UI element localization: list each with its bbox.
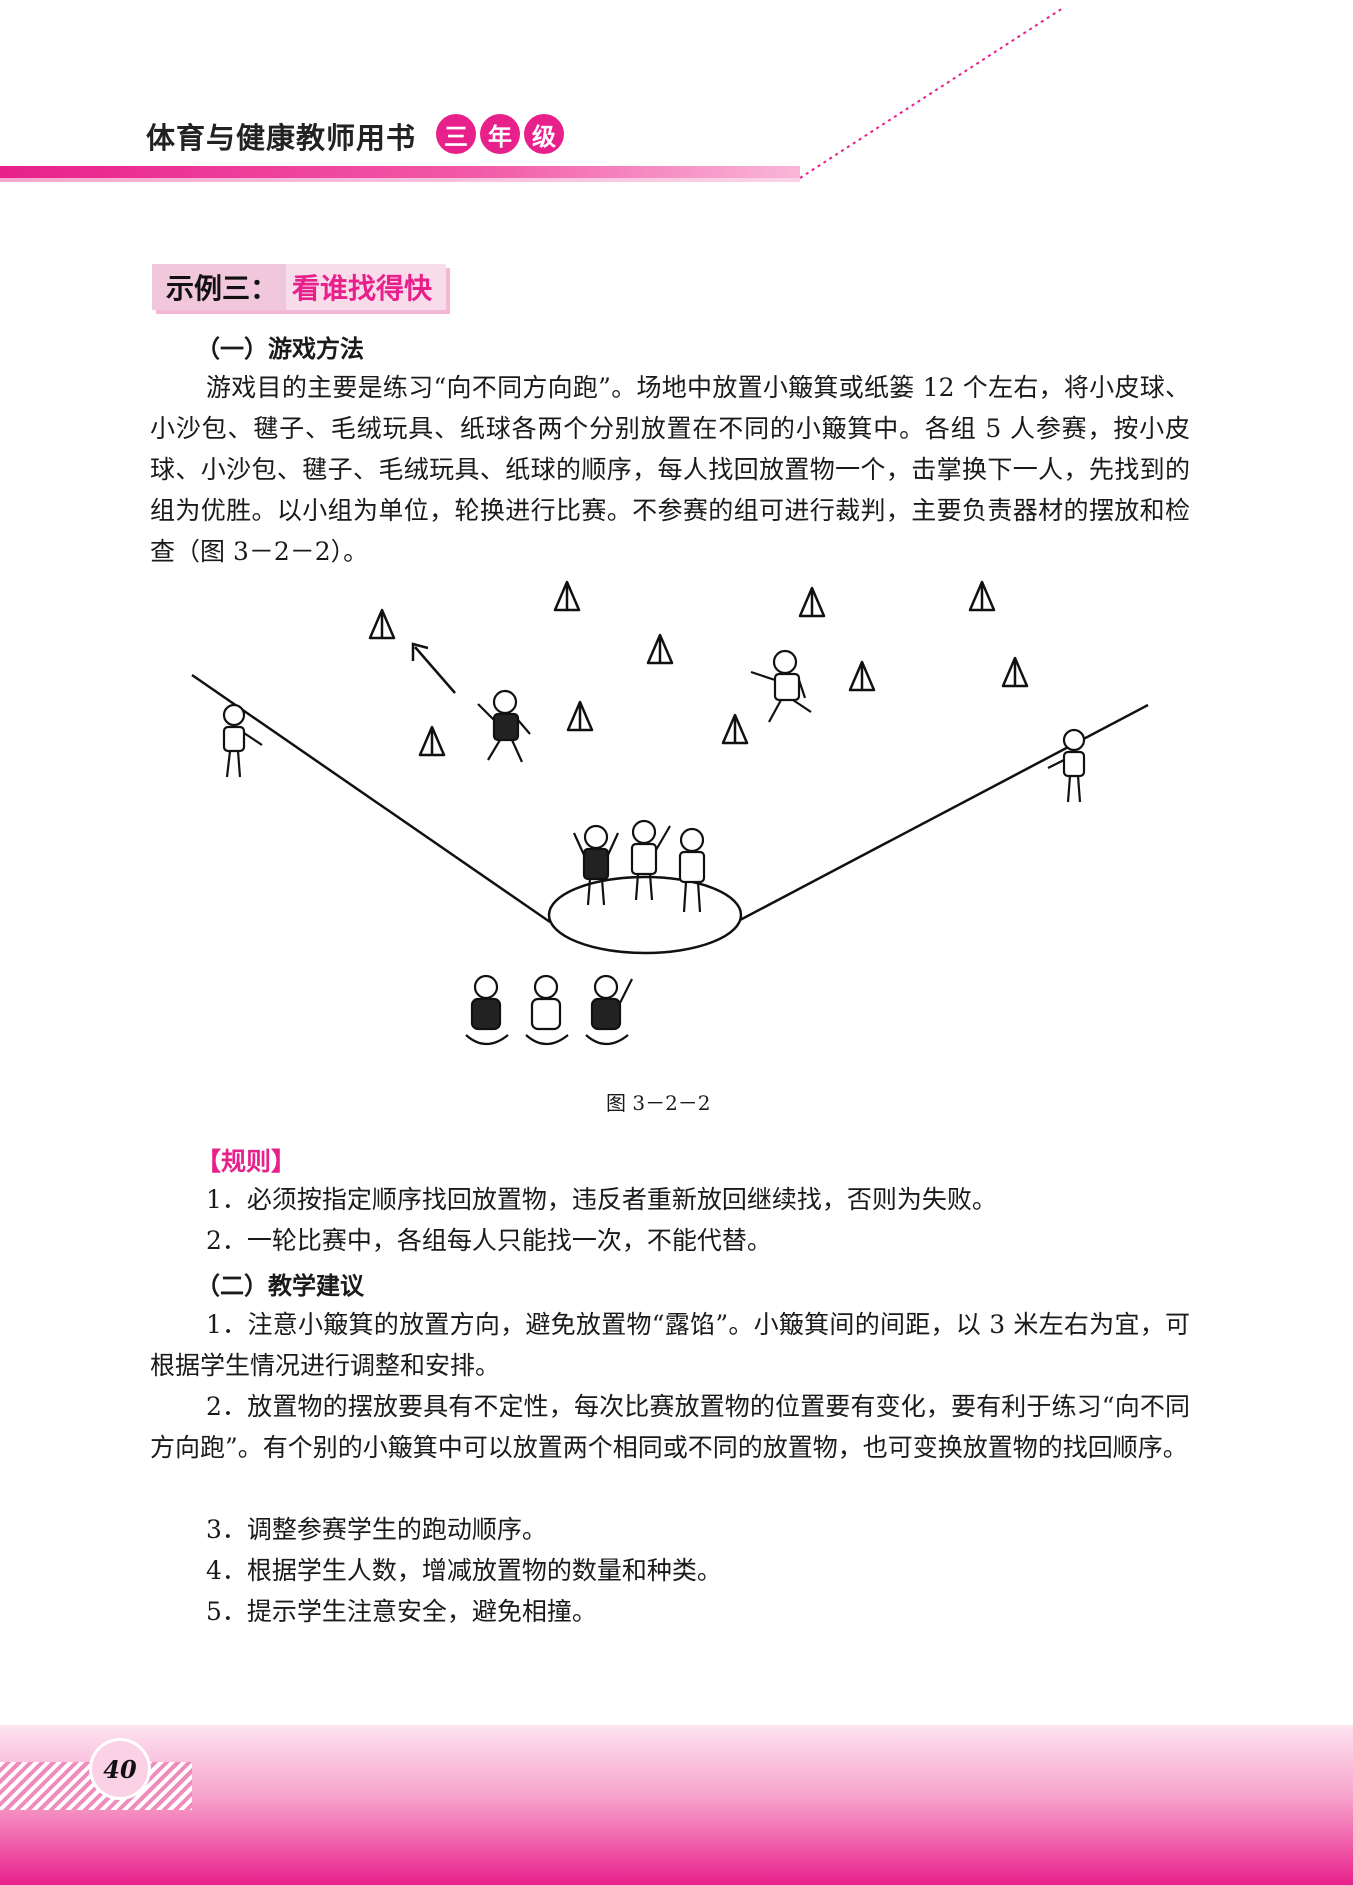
rule-item: 2．一轮比赛中，各组每人只能找一次，不能代替。 xyxy=(206,1226,772,1255)
header-dotted-line xyxy=(799,7,1064,179)
cone-icon xyxy=(848,660,876,692)
grade-char: 级 xyxy=(524,114,564,154)
section-name: 看谁找得快 xyxy=(286,264,447,310)
grade-char: 年 xyxy=(480,114,520,154)
part1-paragraph: 游戏目的主要是练习“向不同方向跑”。场地中放置小簸箕或纸篓 12 个左右，将小皮… xyxy=(150,373,1190,566)
suggestion-item: 3．调整参赛学生的跑动顺序。 xyxy=(206,1515,547,1544)
header-bar-light xyxy=(0,178,800,182)
game-illustration xyxy=(191,580,1149,1046)
cone-icon xyxy=(566,700,594,732)
seated-child-icon xyxy=(585,974,633,1046)
suggestion-item: 4．根据学生人数，增减放置物的数量和种类。 xyxy=(206,1556,722,1585)
cone-icon xyxy=(721,713,749,745)
suggestion-item: 2．放置物的摆放要具有不定性，每次比赛放置物的位置要有变化，要有利于练习“向不同… xyxy=(150,1392,1190,1462)
figure-caption: 图 3－2－2 xyxy=(606,1091,711,1115)
header-bar xyxy=(0,166,800,178)
rule-item: 1．必须按指定顺序找回放置物，违反者重新放回继续找，否则为失败。 xyxy=(206,1185,997,1214)
direction-arrow xyxy=(414,646,456,694)
cone-icon xyxy=(798,586,826,618)
rules-heading: 【规则】 xyxy=(196,1147,297,1176)
referee-child-icon xyxy=(1047,728,1086,803)
cone-icon xyxy=(646,633,674,665)
book-title: 体育与健康教师用书 xyxy=(146,121,417,155)
seated-child-icon xyxy=(465,974,509,1046)
page-number: 40 xyxy=(92,1741,148,1797)
suggestion-item: 5．提示学生注意安全，避免相撞。 xyxy=(206,1597,597,1626)
waiting-child-icon xyxy=(630,819,671,901)
cone-icon xyxy=(368,608,396,640)
cone-icon xyxy=(968,580,996,612)
waiting-child-icon xyxy=(678,827,706,913)
grade-badge: 三 年 级 xyxy=(436,114,564,154)
seated-child-icon xyxy=(525,974,569,1046)
section-label: 示例三： xyxy=(152,264,287,310)
start-circle xyxy=(547,875,743,955)
waiting-child-icon xyxy=(572,824,620,906)
running-child-icon xyxy=(477,689,531,763)
field-line-right xyxy=(739,703,1149,922)
arrow-head xyxy=(411,642,429,661)
referee-child-icon xyxy=(222,703,263,778)
part2-heading: （二）教学建议 xyxy=(196,1272,364,1300)
cone-icon xyxy=(418,725,446,757)
grade-char: 三 xyxy=(436,114,476,154)
cone-icon xyxy=(1001,656,1029,688)
cone-icon xyxy=(553,580,581,612)
suggestion-item: 1．注意小簸箕的放置方向，避免放置物“露馅”。小簸箕间的间距，以 3 米左右为宜… xyxy=(150,1310,1190,1380)
part1-heading: （一）游戏方法 xyxy=(196,335,364,363)
running-child-icon xyxy=(750,649,812,723)
field-line-left xyxy=(191,673,551,924)
footer-band xyxy=(0,1725,1353,1885)
section-title: 示例三： 看谁找得快 xyxy=(152,264,447,310)
